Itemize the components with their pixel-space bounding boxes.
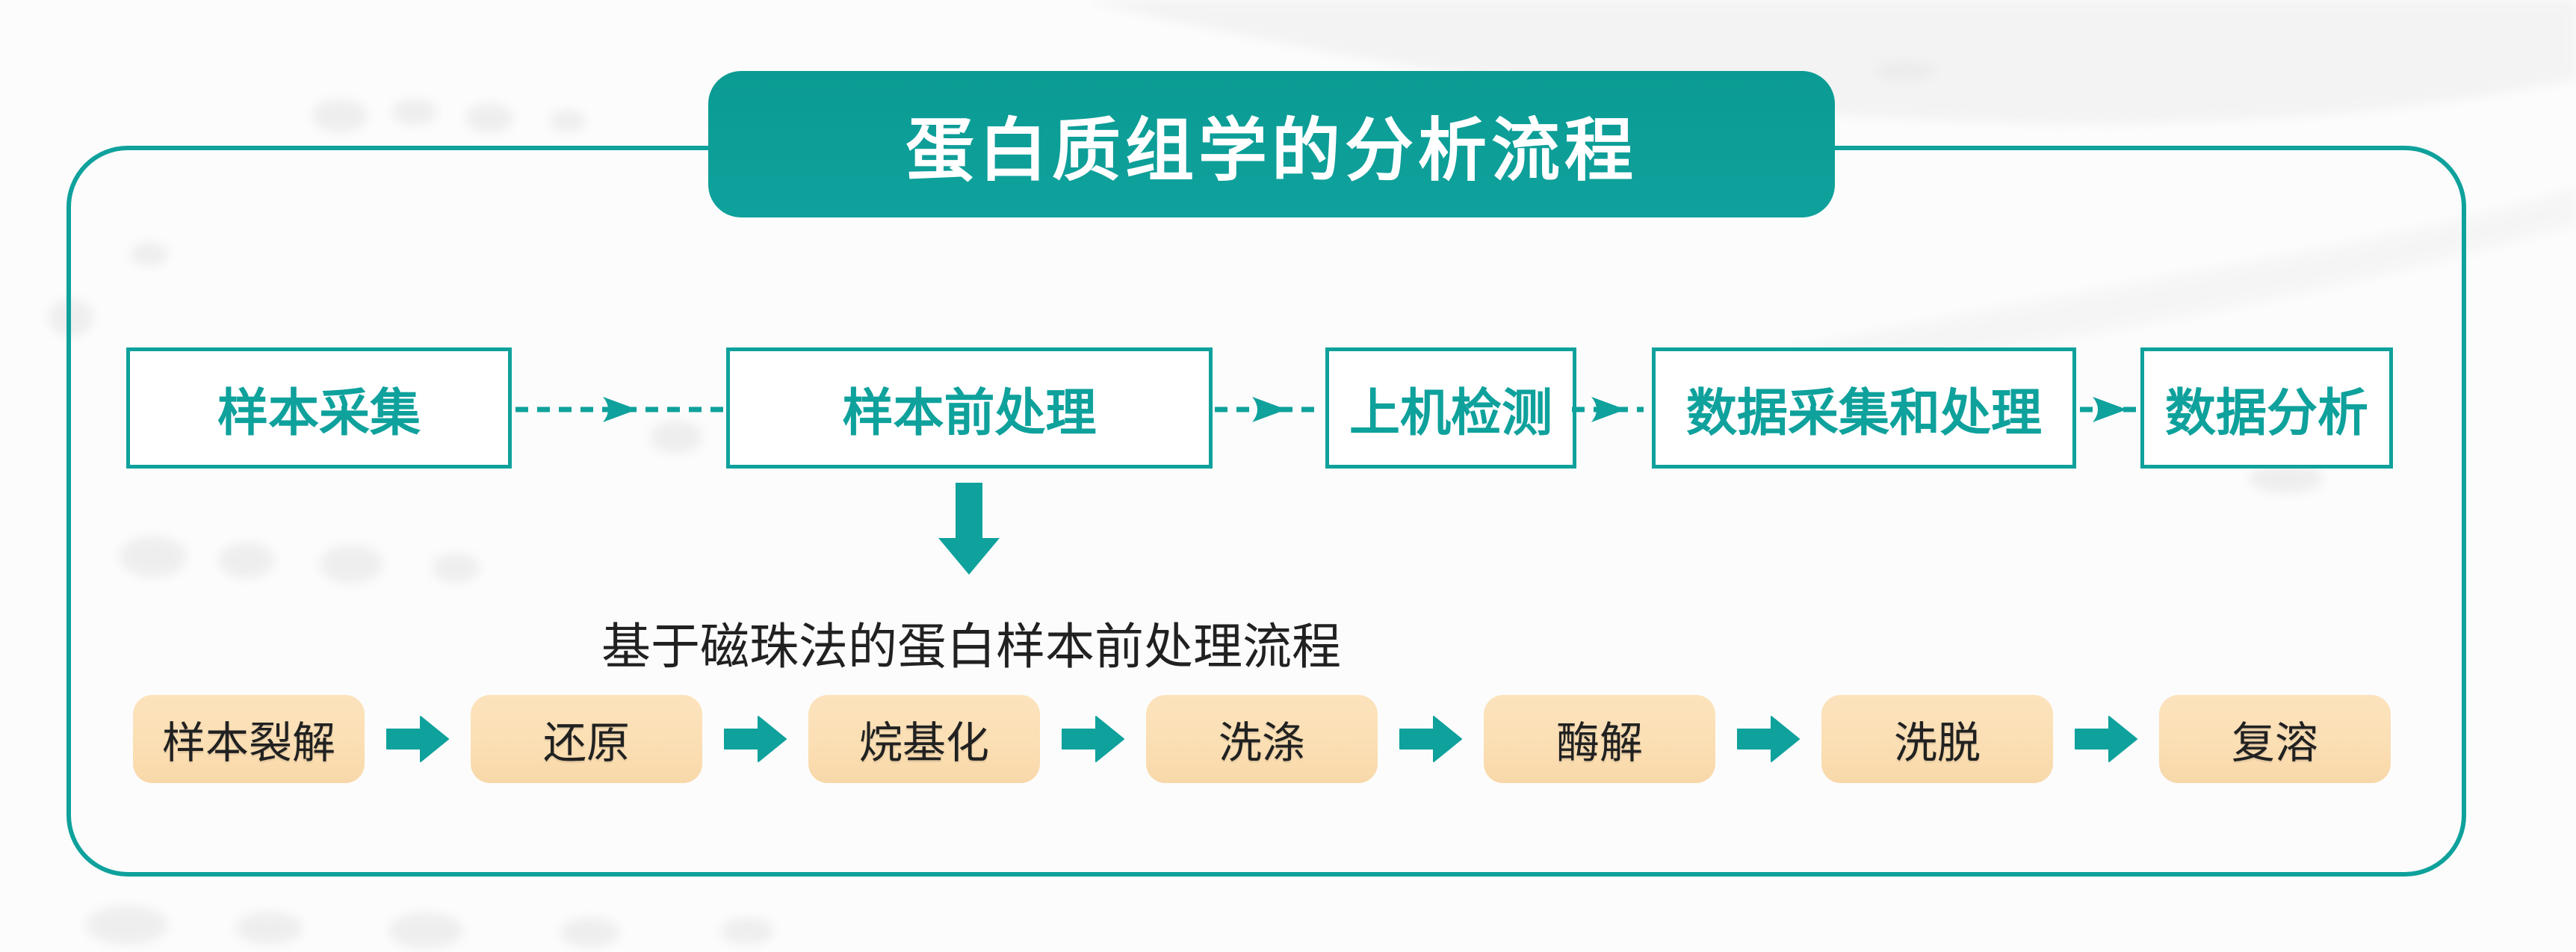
right-arrow-icon xyxy=(2075,716,2137,762)
subflow-step-reduction: 还原 xyxy=(471,695,702,783)
flow-step-label: 上机检测 xyxy=(1349,384,1552,442)
subflow-step-elution: 洗脱 xyxy=(1821,695,2053,783)
right-arrow-icon xyxy=(386,716,449,762)
flow-step-sample-pretreatment: 样本前处理 xyxy=(726,347,1213,469)
right-arrow-icon xyxy=(1399,716,1462,762)
flow-step-label: 数据采集和处理 xyxy=(1685,384,2042,442)
subflow-step-label: 复溶 xyxy=(2231,719,2318,767)
subflow-step-redissolution: 复溶 xyxy=(2159,695,2391,783)
page-title: 蛋白质组学的分析流程 xyxy=(905,112,1638,189)
subflow-step-label: 还原 xyxy=(542,719,630,767)
dashed-arrow-connector xyxy=(1572,397,1644,422)
right-arrow-icon xyxy=(724,716,787,762)
subflow-step-washing: 洗涤 xyxy=(1146,695,1378,783)
right-arrow-icon xyxy=(1062,716,1124,762)
dashed-arrow-connector xyxy=(1215,397,1323,422)
dot-blob-decoration xyxy=(49,61,2323,948)
flow-step-label: 样本采集 xyxy=(217,384,421,442)
flow-step-data-acquisition-processing: 数据采集和处理 xyxy=(1652,347,2076,469)
dashed-arrow-connector xyxy=(515,397,723,422)
subflow-step-sample-lysis: 样本裂解 xyxy=(133,695,365,783)
subflow-step-enzymatic-digestion: 酶解 xyxy=(1484,695,1715,783)
subflow-step-label: 洗脱 xyxy=(1893,719,1981,767)
flow-step-label: 样本前处理 xyxy=(842,384,1097,442)
flow-step-instrument-detection: 上机检测 xyxy=(1325,347,1576,469)
flow-step-label: 数据分析 xyxy=(2164,384,2368,442)
subflow-step-label: 烷基化 xyxy=(858,719,989,767)
flow-step-data-analysis: 数据分析 xyxy=(2140,347,2393,469)
down-arrow-icon xyxy=(938,483,1000,575)
subflow-step-alkylation: 烷基化 xyxy=(808,695,1040,783)
subflow-heading: 基于磁珠法的蛋白样本前处理流程 xyxy=(601,619,1341,674)
right-arrow-icon xyxy=(1737,716,1800,762)
flow-step-sample-collection: 样本采集 xyxy=(126,347,512,469)
subflow-step-label: 酶解 xyxy=(1555,719,1643,767)
mid-swirl-decoration xyxy=(1778,187,2576,381)
top-swirl-decoration xyxy=(1083,0,2576,123)
subflow-step-label: 洗涤 xyxy=(1218,719,1305,767)
title-banner: 蛋白质组学的分析流程 xyxy=(708,71,1835,217)
dashed-arrow-connector xyxy=(2080,397,2138,422)
subflow-step-label: 样本裂解 xyxy=(161,719,335,767)
